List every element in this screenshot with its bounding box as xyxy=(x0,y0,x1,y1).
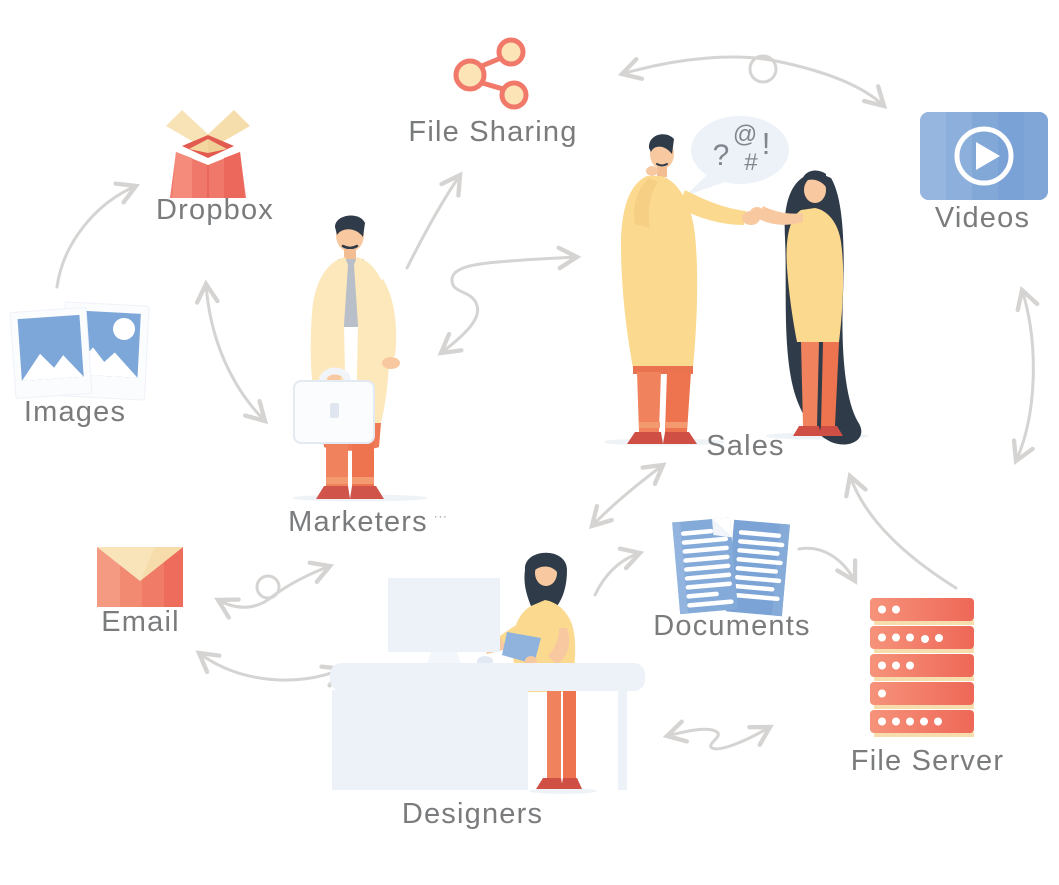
file-server-label: File Server xyxy=(850,745,1005,777)
arrow-dropbox-marketers xyxy=(194,279,269,425)
designers-label: Designers xyxy=(401,798,544,830)
arrow-email-marketers xyxy=(214,560,335,620)
share-icon xyxy=(453,37,529,110)
bubble-hash-sign: # xyxy=(744,149,758,176)
designer-figure xyxy=(330,552,645,794)
arrow-fileserver-sales xyxy=(844,471,958,590)
dropbox-icon xyxy=(166,110,250,198)
bubble-question-mark: ? xyxy=(713,139,730,172)
bubble-at-sign: @ xyxy=(733,121,757,148)
arrow-videos-fileserver xyxy=(1011,285,1040,465)
sales-label: Sales xyxy=(706,430,785,462)
file-server-icon xyxy=(870,598,974,737)
videos-label: Videos xyxy=(934,202,1031,234)
marketers-dots: ··· xyxy=(433,511,448,524)
email-label: Email xyxy=(101,606,180,638)
marketers-label-text: Marketers xyxy=(288,506,428,538)
arrow-loop-top xyxy=(748,54,778,84)
email-icon xyxy=(97,547,183,607)
arrow-loop-email xyxy=(255,574,281,600)
arrow-filesharing-videos xyxy=(617,55,888,110)
arrow-images-dropbox xyxy=(55,181,141,289)
arrow-designers-fileserver xyxy=(662,719,774,751)
documents-icon xyxy=(672,517,790,617)
marketers-label: Marketers ··· xyxy=(268,506,468,539)
images-label: Images xyxy=(23,396,127,428)
arrow-email-designers xyxy=(195,650,347,688)
file-sharing-label: File Sharing xyxy=(408,116,578,148)
sales-figures: ? @ # ! xyxy=(605,116,869,446)
arrow-documents-fileserver xyxy=(797,546,858,585)
speech-bubble: ? @ # ! xyxy=(685,116,789,196)
documents-label: Documents xyxy=(653,610,811,642)
dropbox-label: Dropbox xyxy=(155,194,274,226)
bubble-exclamation-mark: ! xyxy=(762,126,771,161)
marketer-figure xyxy=(292,215,428,502)
video-player-icon xyxy=(920,112,1048,200)
images-icon xyxy=(9,301,150,401)
